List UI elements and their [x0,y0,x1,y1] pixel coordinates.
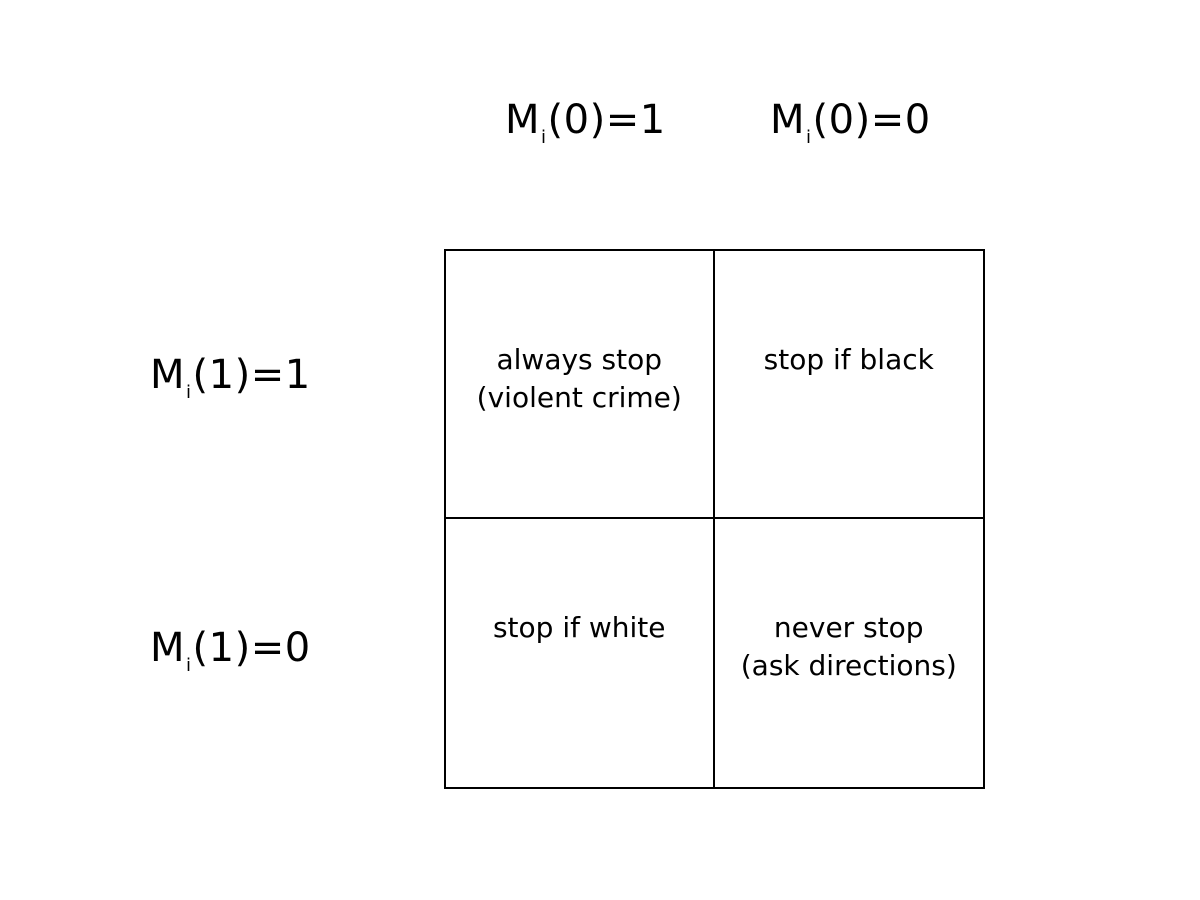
cell-stop-if-white: stop if white [446,519,715,787]
row-header-subscript: i [186,382,192,403]
column-header-rest: (0)=0 [812,97,931,143]
column-header-subscript: i [806,127,812,148]
column-header-m0-equals-0: Mi(0)=0 [770,100,931,147]
cell-stop-if-black: stop if black [714,251,983,519]
row-header-subscript: i [186,655,192,676]
column-header-subscript: i [541,127,547,148]
row-header-var: M [150,625,186,671]
column-header-rest: (0)=1 [547,97,666,143]
row-header-m1-equals-0: Mi(1)=0 [150,628,311,675]
column-header-m0-equals-1: Mi(0)=1 [505,100,666,147]
row-header-rest: (1)=0 [192,625,311,671]
row-header-m1-equals-1: Mi(1)=1 [150,355,311,402]
column-header-var: M [505,97,541,143]
principal-strata-grid: always stop (violent crime) stop if blac… [444,249,985,789]
cell-never-stop: never stop (ask directions) [740,611,957,682]
row-header-rest: (1)=1 [192,352,311,398]
column-header-var: M [770,97,806,143]
cell-always-stop: always stop (violent crime) [446,251,715,519]
row-header-var: M [150,352,186,398]
